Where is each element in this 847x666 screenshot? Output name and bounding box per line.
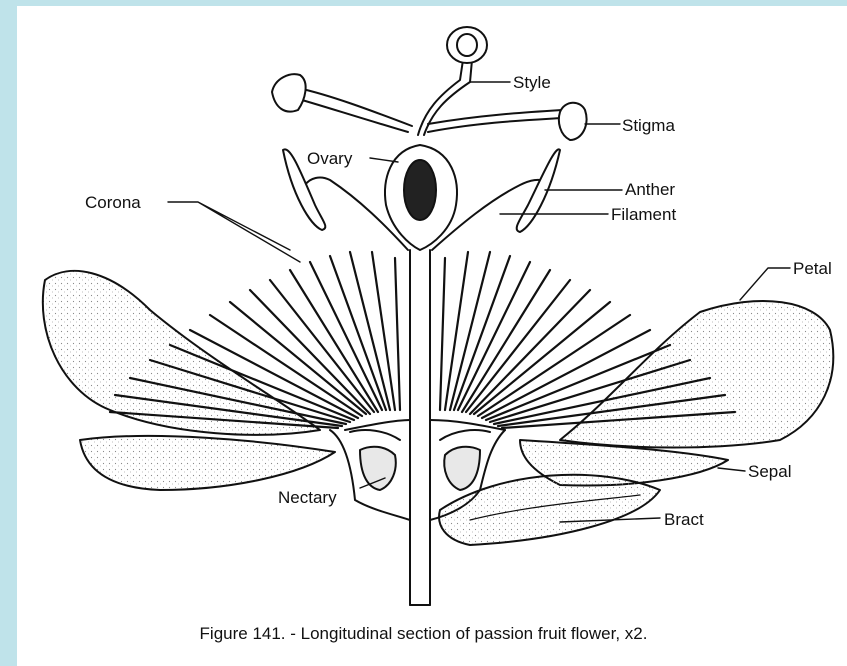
style-center	[418, 60, 472, 135]
nectary-right	[444, 447, 480, 490]
stigma-right	[559, 103, 587, 140]
leader-sepal	[718, 468, 745, 471]
androgynophore	[410, 250, 430, 605]
label-anther: Anther	[625, 180, 675, 199]
label-petal: Petal	[793, 259, 832, 278]
figure-caption: Figure 141. - Longitudinal section of pa…	[0, 624, 847, 644]
style-left	[295, 88, 412, 132]
label-style: Style	[513, 73, 551, 92]
label-sepal: Sepal	[748, 462, 791, 481]
label-ovary: Ovary	[307, 149, 353, 168]
nectary-left	[360, 447, 396, 490]
sepal-left	[80, 436, 335, 490]
passion-flower-diagram: Style Stigma Ovary Anther Filament Coron…	[0, 0, 847, 620]
bract	[439, 475, 660, 545]
label-nectary: Nectary	[278, 488, 337, 507]
ovule-mass	[404, 160, 436, 220]
leader-petal	[740, 268, 790, 300]
label-stigma: Stigma	[622, 116, 675, 135]
label-filament: Filament	[611, 205, 676, 224]
style-right	[428, 110, 562, 132]
label-corona: Corona	[85, 193, 141, 212]
stigma-left	[272, 74, 306, 111]
leader-corona	[168, 202, 300, 262]
label-bract: Bract	[664, 510, 704, 529]
